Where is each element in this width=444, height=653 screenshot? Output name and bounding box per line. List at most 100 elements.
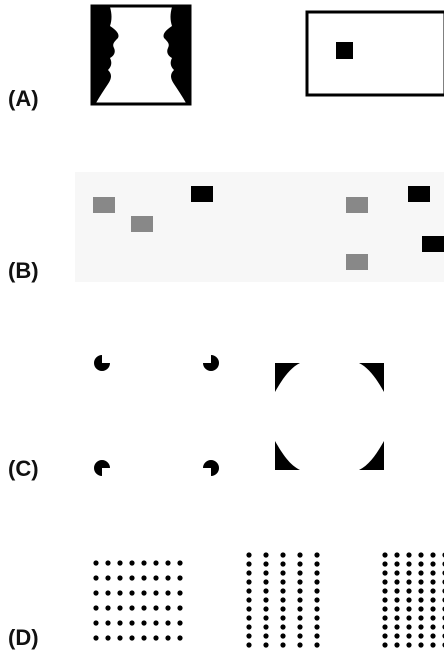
dot	[93, 575, 98, 580]
dot	[263, 552, 268, 557]
dot	[314, 579, 319, 584]
panel-c-figures	[0, 340, 444, 490]
dot	[280, 615, 285, 620]
dot	[280, 624, 285, 629]
dot	[406, 561, 411, 566]
dot	[394, 642, 399, 647]
dot	[430, 624, 435, 629]
dot	[314, 570, 319, 575]
dot	[93, 635, 98, 640]
dot	[165, 620, 170, 625]
dot	[165, 560, 170, 565]
dot	[93, 560, 98, 565]
dot	[246, 615, 251, 620]
dot	[129, 605, 134, 610]
dot	[394, 552, 399, 557]
dot	[418, 624, 423, 629]
dot	[418, 552, 423, 557]
dot	[418, 561, 423, 566]
dot	[117, 575, 122, 580]
dot	[263, 570, 268, 575]
dot	[105, 635, 110, 640]
dot	[153, 560, 158, 565]
dot	[129, 635, 134, 640]
dot	[141, 620, 146, 625]
dot	[165, 635, 170, 640]
dot	[177, 575, 182, 580]
dot	[165, 605, 170, 610]
dot-grid-icon	[382, 552, 444, 647]
dot	[177, 635, 182, 640]
dot	[314, 624, 319, 629]
dot	[430, 642, 435, 647]
dot	[165, 575, 170, 580]
dot	[297, 570, 302, 575]
dot	[406, 615, 411, 620]
dot	[105, 575, 110, 580]
dot	[314, 642, 319, 647]
dot	[382, 642, 387, 647]
dot	[297, 561, 302, 566]
dot	[153, 575, 158, 580]
dot	[246, 597, 251, 602]
dot-rows-icon	[93, 560, 182, 640]
dot	[297, 579, 302, 584]
dot	[394, 597, 399, 602]
dot	[406, 624, 411, 629]
dot	[153, 605, 158, 610]
dot	[246, 552, 251, 557]
dot	[394, 570, 399, 575]
dot	[382, 624, 387, 629]
dot	[430, 606, 435, 611]
dot	[105, 620, 110, 625]
dot	[297, 633, 302, 638]
dot	[280, 561, 285, 566]
dot	[297, 642, 302, 647]
quarter-circle-contour-icon	[94, 355, 219, 476]
dot	[314, 561, 319, 566]
dot	[418, 570, 423, 575]
dot	[418, 606, 423, 611]
dot	[406, 570, 411, 575]
dot	[153, 590, 158, 595]
dot	[105, 560, 110, 565]
dot	[394, 633, 399, 638]
dot	[418, 597, 423, 602]
dot	[153, 620, 158, 625]
dot	[280, 570, 285, 575]
dot	[418, 633, 423, 638]
dot	[177, 620, 182, 625]
dot	[394, 588, 399, 593]
dot	[246, 624, 251, 629]
dot	[394, 561, 399, 566]
dot	[382, 606, 387, 611]
dot	[314, 606, 319, 611]
dot	[246, 588, 251, 593]
dot	[117, 620, 122, 625]
panel-a-figures	[0, 0, 444, 110]
dot	[280, 606, 285, 611]
dot	[430, 588, 435, 593]
dot	[263, 624, 268, 629]
dot	[263, 615, 268, 620]
dot	[382, 570, 387, 575]
dot	[297, 624, 302, 629]
dot	[314, 588, 319, 593]
dot	[129, 590, 134, 595]
dot	[394, 615, 399, 620]
dot	[314, 633, 319, 638]
panel-b-background	[75, 172, 444, 282]
dot	[93, 620, 98, 625]
dot	[394, 606, 399, 611]
dot	[129, 560, 134, 565]
dot	[382, 597, 387, 602]
dot	[280, 642, 285, 647]
dot	[280, 588, 285, 593]
dot	[430, 633, 435, 638]
dot	[141, 605, 146, 610]
dot	[382, 552, 387, 557]
dot	[430, 579, 435, 584]
dot	[177, 560, 182, 565]
dot	[246, 633, 251, 638]
dot	[93, 590, 98, 595]
